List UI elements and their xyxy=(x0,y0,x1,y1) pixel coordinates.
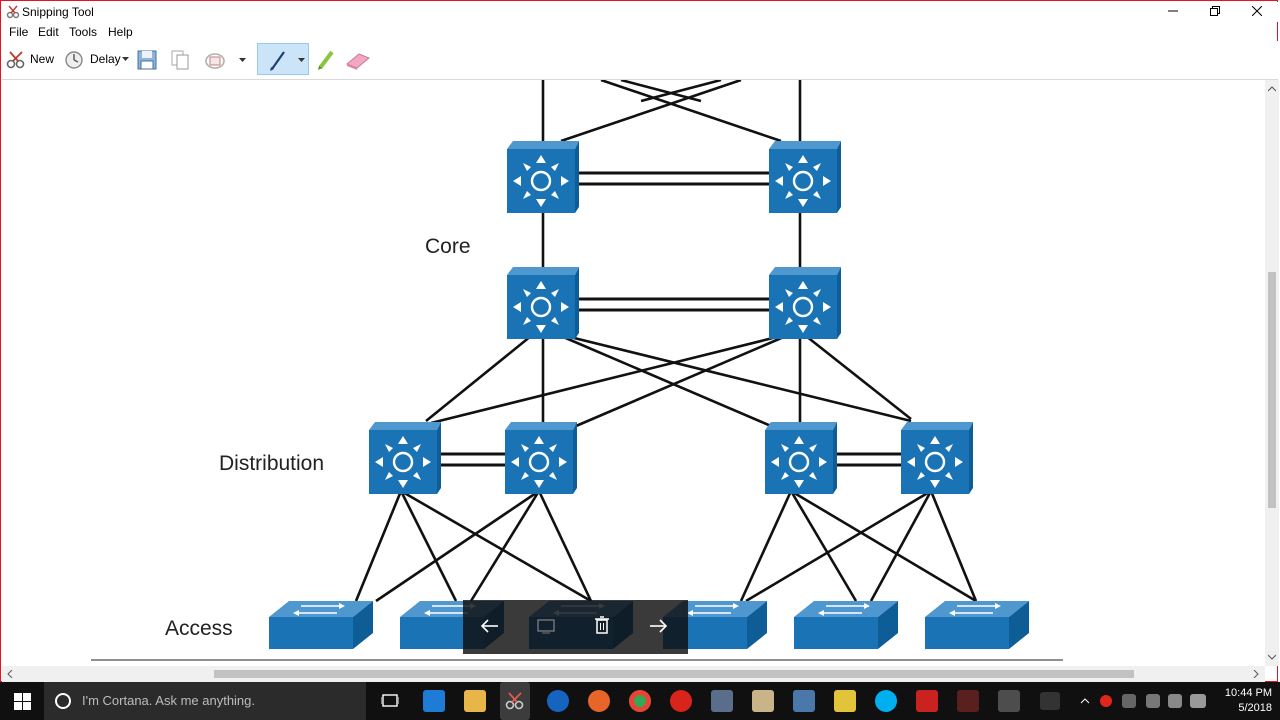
keyboard-icon[interactable] xyxy=(1190,694,1206,708)
menu-tools[interactable]: Tools xyxy=(69,25,98,39)
distribution-switch xyxy=(899,420,975,496)
chrome-icon[interactable] xyxy=(629,690,651,712)
access-label: Access xyxy=(165,617,233,640)
delay-button[interactable]: Delay xyxy=(62,47,132,71)
cortana-placeholder: I'm Cortana. Ask me anything. xyxy=(82,693,256,708)
arrow-left-icon xyxy=(480,619,498,633)
tray-app-icon[interactable] xyxy=(1040,692,1060,710)
next-button[interactable] xyxy=(643,612,673,642)
network-tool-icon[interactable] xyxy=(793,690,815,712)
snipping-tool-window: Snipping Tool File Edit Tools Help New xyxy=(0,0,1279,682)
app-icon[interactable] xyxy=(957,690,979,712)
core-switch xyxy=(505,139,581,215)
close-button[interactable] xyxy=(1236,2,1278,22)
tray-icon[interactable] xyxy=(1122,694,1136,708)
cortana-search-box[interactable]: I'm Cortana. Ask me anything. xyxy=(44,682,366,720)
horizontal-scroll-thumb[interactable] xyxy=(214,670,1134,678)
ie-icon[interactable] xyxy=(547,690,569,712)
window-title: Snipping Tool xyxy=(22,5,94,19)
previous-button[interactable] xyxy=(475,612,505,642)
notification-badge-icon[interactable] xyxy=(1100,695,1112,707)
snipping-tool-taskbar-icon[interactable] xyxy=(500,682,530,720)
calculator-icon[interactable] xyxy=(711,690,733,712)
media-nav-overlay xyxy=(463,600,688,654)
core-switch xyxy=(767,265,843,341)
restore-icon xyxy=(1210,6,1220,16)
distribution-switch xyxy=(503,420,579,496)
file-explorer-icon[interactable] xyxy=(464,690,486,712)
core-label: Core xyxy=(425,235,471,258)
scroll-down-icon[interactable] xyxy=(1268,654,1276,660)
scroll-up-icon[interactable] xyxy=(1268,86,1276,92)
edge-icon[interactable] xyxy=(423,690,445,712)
core-switch xyxy=(505,265,581,341)
snipping-tool-icon xyxy=(6,5,20,19)
network-icon[interactable] xyxy=(1146,694,1160,708)
save-icon[interactable] xyxy=(136,49,158,71)
firefox-icon[interactable] xyxy=(588,690,610,712)
skype-icon[interactable] xyxy=(875,690,897,712)
cmd-icon[interactable] xyxy=(998,690,1020,712)
chevron-down-icon xyxy=(122,57,129,61)
cortana-icon xyxy=(55,693,71,709)
access-switch xyxy=(268,600,374,650)
menu-bar: File Edit Tools Help xyxy=(2,23,1278,41)
highlighter-icon[interactable] xyxy=(315,49,337,71)
minimize-icon xyxy=(1168,10,1178,12)
delay-label: Delay xyxy=(90,52,121,66)
new-label: New xyxy=(30,52,55,66)
cast-button[interactable] xyxy=(531,612,561,642)
sticky-notes-icon[interactable] xyxy=(834,690,856,712)
scroll-right-icon[interactable] xyxy=(1253,670,1259,678)
distribution-label: Distribution xyxy=(219,452,325,475)
trash-icon xyxy=(595,616,609,634)
clock-time: 10:44 PM xyxy=(1224,687,1272,699)
send-snip-icon[interactable] xyxy=(204,49,228,71)
eraser-icon[interactable] xyxy=(345,50,371,70)
windows-start-icon[interactable] xyxy=(14,693,31,710)
acrobat-icon[interactable] xyxy=(916,690,938,712)
distribution-switch xyxy=(367,420,443,496)
vertical-scroll-thumb[interactable] xyxy=(1268,272,1276,508)
restore-button[interactable] xyxy=(1194,2,1236,22)
pen-button[interactable] xyxy=(257,43,309,75)
toolbar: New Delay xyxy=(2,41,1278,80)
arrow-right-icon xyxy=(650,619,668,633)
taskbar: I'm Cortana. Ask me anything. 10:44 PM 5… xyxy=(0,682,1280,720)
new-button[interactable]: New xyxy=(4,47,56,71)
network-diagram xyxy=(91,80,1063,661)
minimize-button[interactable] xyxy=(1152,2,1194,22)
close-icon xyxy=(1251,5,1263,17)
copy-icon[interactable] xyxy=(169,49,191,71)
access-switch xyxy=(924,600,1030,650)
pen-icon xyxy=(270,51,285,71)
system-clock[interactable]: 10:44 PM 5/2018 xyxy=(1212,686,1272,716)
vertical-scrollbar[interactable] xyxy=(1265,80,1279,666)
core-switch xyxy=(767,139,843,215)
show-hidden-icons-chevron-icon[interactable] xyxy=(1080,698,1090,704)
chevron-down-icon[interactable] xyxy=(239,58,246,62)
scroll-left-icon[interactable] xyxy=(7,670,13,678)
title-bar: Snipping Tool xyxy=(2,2,1278,22)
volume-icon[interactable] xyxy=(1168,694,1182,708)
mcafee-icon[interactable] xyxy=(670,690,692,712)
cast-icon xyxy=(537,619,555,634)
access-switch xyxy=(793,600,899,650)
scissors-icon xyxy=(505,692,524,710)
media-app-icon[interactable] xyxy=(752,690,774,712)
delete-button[interactable] xyxy=(587,612,617,642)
clock-date: 5/2018 xyxy=(1238,702,1272,714)
scissors-icon xyxy=(6,51,25,69)
task-view-icon[interactable] xyxy=(381,693,399,709)
clock-icon xyxy=(65,51,83,69)
menu-file[interactable]: File xyxy=(9,25,29,39)
distribution-switch xyxy=(763,420,839,496)
horizontal-scrollbar[interactable] xyxy=(2,666,1265,682)
menu-edit[interactable]: Edit xyxy=(38,25,59,39)
chevron-down-icon xyxy=(298,58,305,62)
snip-canvas: Core Distribution Access xyxy=(2,80,1265,666)
menu-help[interactable]: Help xyxy=(108,25,133,39)
